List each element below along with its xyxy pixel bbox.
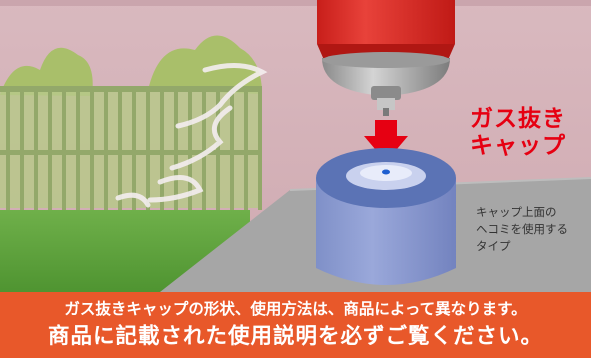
tree-icon <box>0 35 262 96</box>
notice-line-1: ガス抜きキャップの形状、使用方法は、商品によって異なります。 <box>64 300 527 318</box>
cap-description-line: タイプ <box>476 239 511 253</box>
cap-label: ガス抜き キャップ <box>470 106 580 160</box>
degassing-cap-icon <box>316 148 456 285</box>
notice-line-2: 商品に記載された使用説明を必ずご覧ください。 <box>47 324 543 349</box>
cap-description: キャップ上面の ヘコミを使用する タイプ <box>476 204 586 255</box>
cap-description-line: ヘコミを使用する <box>476 222 568 236</box>
notice-banner: ガス抜きキャップの形状、使用方法は、商品によって異なります。 商品に記載された使… <box>0 292 591 358</box>
fence-icon <box>0 86 262 210</box>
aerosol-can-icon <box>317 0 455 116</box>
degassing-cap-illustration <box>0 0 591 292</box>
cap-label-line: ガス抜き <box>470 106 566 132</box>
cap-description-line: キャップ上面の <box>476 205 557 219</box>
cap-label-line: キャップ <box>470 133 566 159</box>
gas-wisps <box>115 63 268 208</box>
